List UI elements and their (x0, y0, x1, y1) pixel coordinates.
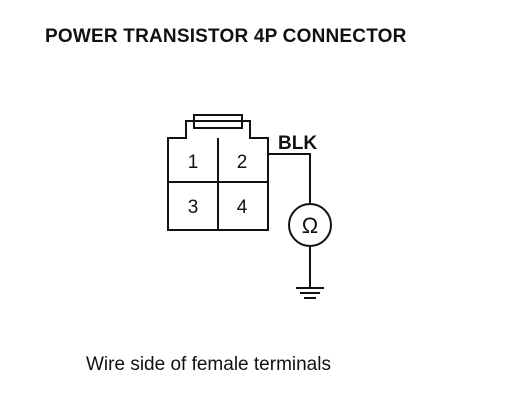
diagram-caption: Wire side of female terminals (86, 354, 331, 375)
wire-color-label: BLK (278, 133, 317, 154)
connector-lock-tab (193, 114, 243, 129)
pin-3-label: 3 (188, 197, 199, 218)
ohm-symbol: Ω (302, 213, 318, 238)
diagram-title: POWER TRANSISTOR 4P CONNECTOR (45, 26, 407, 47)
blk-wire (268, 153, 311, 203)
ground-icon (296, 287, 324, 299)
connector-body (167, 120, 269, 231)
pin-1-label: 1 (188, 152, 199, 173)
pin-4-label: 4 (237, 197, 248, 218)
pin-2-label: 2 (237, 152, 248, 173)
